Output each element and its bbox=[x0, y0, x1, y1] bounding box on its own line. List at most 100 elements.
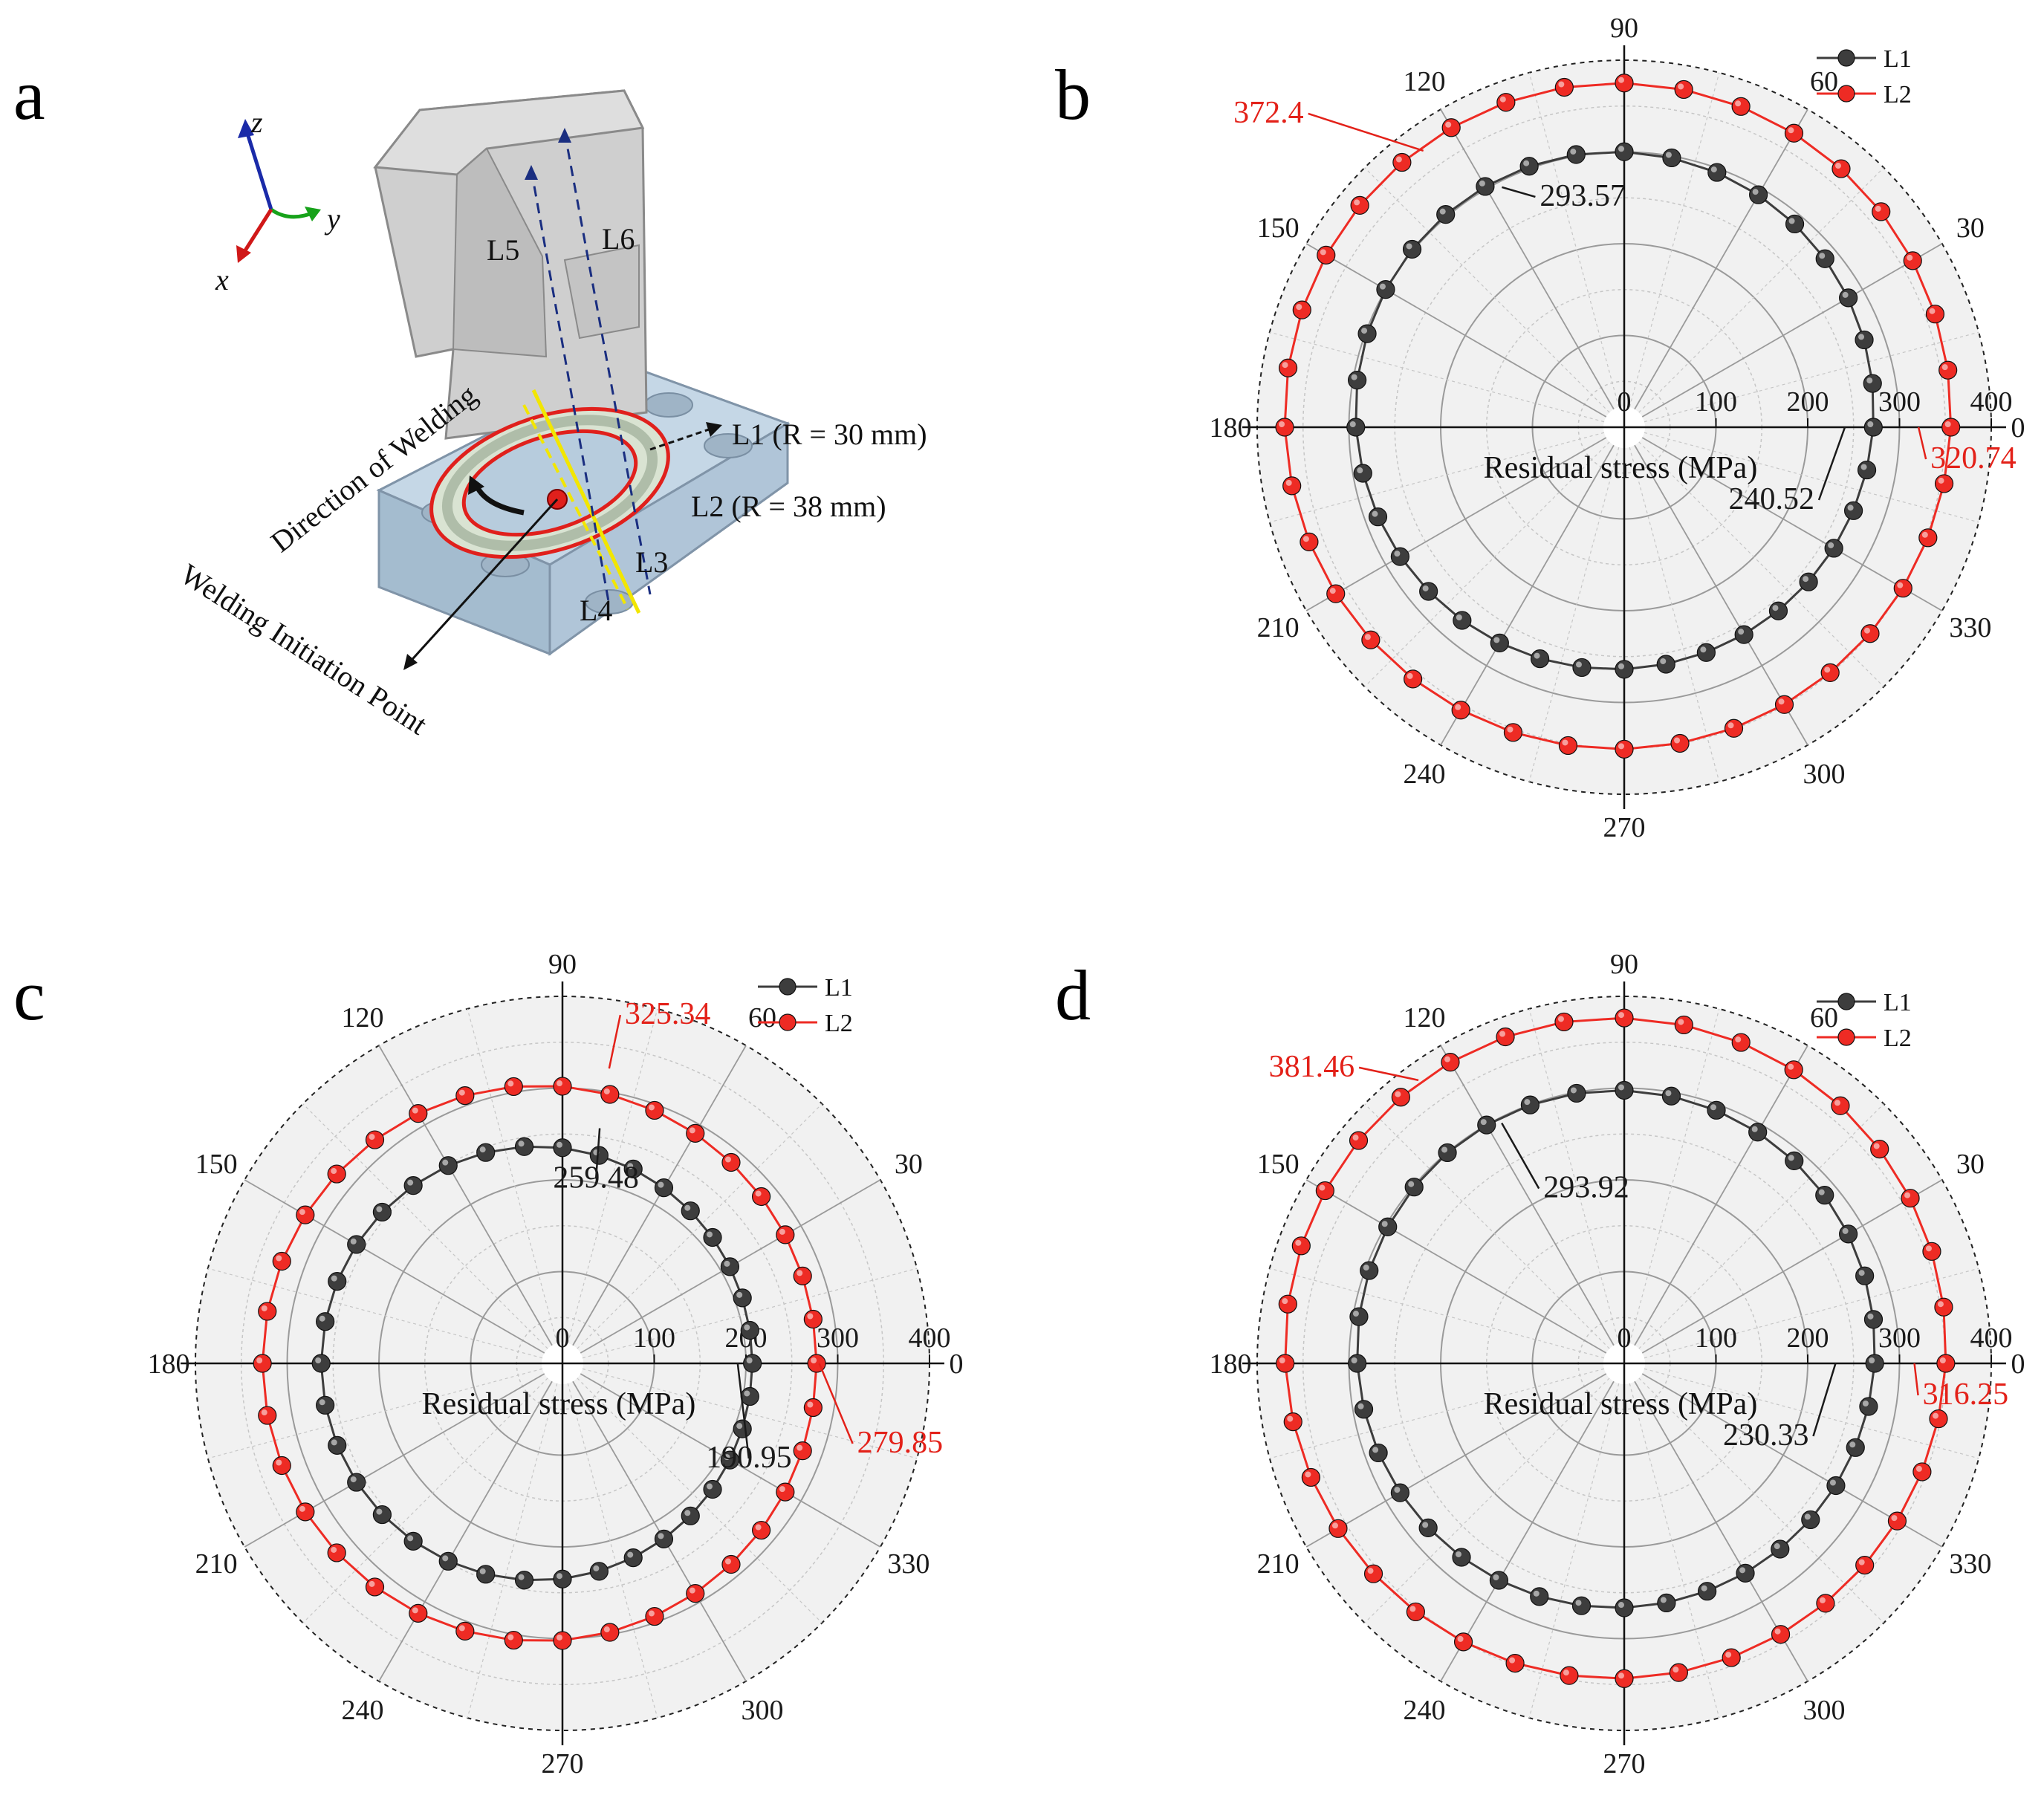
data-point-highlight bbox=[261, 1305, 267, 1311]
data-point-l2 bbox=[1724, 718, 1744, 738]
data-point-highlight bbox=[603, 1088, 610, 1094]
grid-spoke bbox=[582, 1368, 918, 1459]
data-point-l1 bbox=[1530, 649, 1550, 669]
data-point-l2 bbox=[1276, 1354, 1295, 1373]
angular-tick-label: 330 bbox=[887, 1548, 929, 1580]
data-point-l1 bbox=[1452, 1548, 1471, 1567]
data-point-highlight bbox=[755, 1190, 762, 1197]
data-point-l2 bbox=[1674, 79, 1693, 100]
angular-tick-label: 150 bbox=[195, 1149, 238, 1180]
data-point-l2 bbox=[272, 1456, 291, 1476]
data-point-highlight bbox=[1834, 163, 1841, 169]
data-point-highlight bbox=[1860, 464, 1867, 470]
data-point-l1 bbox=[1438, 1143, 1457, 1163]
data-point-l2 bbox=[1615, 74, 1634, 93]
data-point-l2 bbox=[258, 1406, 277, 1425]
radial-tick-label: 100 bbox=[633, 1323, 675, 1354]
z-axis-label: z bbox=[250, 106, 263, 139]
data-point-highlight bbox=[1493, 1574, 1499, 1580]
legend-marker-l1 bbox=[1837, 49, 1855, 67]
data-point-l1 bbox=[553, 1569, 572, 1589]
data-point-l1 bbox=[740, 1320, 759, 1340]
data-point-l2 bbox=[1820, 663, 1840, 682]
data-point-l2 bbox=[1941, 418, 1961, 437]
data-point-l1 bbox=[654, 1529, 674, 1548]
data-point-l1 bbox=[372, 1505, 392, 1525]
annotation-label: 316.25 bbox=[1923, 1377, 2009, 1412]
legend-label-l2: L2 bbox=[1884, 81, 1912, 108]
annotation-label: 293.92 bbox=[1543, 1171, 1629, 1205]
grid-spoke bbox=[378, 1045, 553, 1346]
data-point-highlight bbox=[1672, 1667, 1679, 1673]
data-point-l1 bbox=[316, 1312, 335, 1331]
data-point-l1 bbox=[1826, 1476, 1846, 1496]
annotation-label: 190.95 bbox=[706, 1441, 792, 1475]
data-point-highlight bbox=[1367, 1568, 1374, 1574]
data-point-l2 bbox=[504, 1630, 523, 1650]
data-point-l1 bbox=[1707, 163, 1727, 182]
data-point-highlight bbox=[1674, 737, 1681, 744]
grid-spoke bbox=[582, 1268, 918, 1359]
annotation-leader bbox=[594, 1128, 601, 1179]
data-point-highlight bbox=[1282, 362, 1288, 369]
data-point-highlight bbox=[407, 1179, 414, 1186]
label-l2: L2 (R = 38 mm) bbox=[691, 490, 886, 523]
data-point-l2 bbox=[455, 1086, 475, 1106]
data-point-l2 bbox=[1301, 1467, 1320, 1487]
grid-spoke bbox=[1641, 243, 1943, 418]
data-point-highlight bbox=[1739, 1567, 1746, 1574]
data-point-l1 bbox=[1418, 1518, 1438, 1537]
data-point-highlight bbox=[1479, 180, 1485, 186]
data-point-l1 bbox=[1567, 1083, 1586, 1103]
data-point-l1 bbox=[1855, 330, 1874, 350]
angular-tick-label: 120 bbox=[1404, 66, 1446, 97]
grid-spoke bbox=[1528, 447, 1620, 782]
radial-tick-label: 400 bbox=[1970, 1323, 2013, 1354]
data-point-l2 bbox=[296, 1502, 315, 1522]
data-point-highlight bbox=[1523, 160, 1530, 166]
panel-letter-d: d bbox=[1055, 955, 1091, 1035]
data-point-highlight bbox=[350, 1238, 357, 1245]
grid-spoke bbox=[1638, 441, 1884, 687]
data-point-highlight bbox=[557, 1634, 562, 1641]
data-point-highlight bbox=[684, 1510, 691, 1516]
data-point-l1 bbox=[1748, 1123, 1768, 1142]
data-point-highlight bbox=[1735, 100, 1742, 107]
label-l6: L6 bbox=[602, 222, 635, 256]
grid-spoke bbox=[1644, 432, 1979, 523]
grid-spoke bbox=[1641, 437, 1943, 611]
data-point-l2 bbox=[1349, 1131, 1369, 1150]
data-point-l2 bbox=[1406, 1602, 1425, 1622]
data-point-highlight bbox=[684, 1204, 691, 1211]
data-point-highlight bbox=[1939, 1357, 1946, 1363]
data-point-l2 bbox=[686, 1123, 705, 1143]
data-point-highlight bbox=[1925, 1245, 1932, 1252]
data-point-l2 bbox=[1922, 1242, 1941, 1261]
data-point-l1 bbox=[1572, 658, 1592, 678]
data-point-highlight bbox=[1842, 291, 1849, 298]
data-point-l1 bbox=[1354, 1400, 1374, 1419]
angular-tick-label: 30 bbox=[1956, 212, 1985, 244]
annotation-leader bbox=[1817, 426, 1846, 501]
data-point-l1 bbox=[514, 1137, 534, 1156]
data-point-l1 bbox=[1353, 464, 1372, 483]
angular-tick-label: 240 bbox=[1404, 759, 1446, 790]
grid-spoke bbox=[244, 1179, 545, 1354]
data-point-highlight bbox=[658, 1533, 664, 1539]
data-point-l2 bbox=[793, 1441, 812, 1461]
data-point-highlight bbox=[1875, 205, 1881, 212]
data-point-l1 bbox=[1734, 625, 1753, 644]
data-point-highlight bbox=[1618, 146, 1624, 152]
data-point-l1 bbox=[1615, 1080, 1634, 1100]
data-point-highlight bbox=[593, 1565, 600, 1571]
data-point-highlight bbox=[1372, 1447, 1379, 1453]
data-point-l2 bbox=[1831, 1096, 1850, 1115]
data-point-l2 bbox=[1901, 1189, 1920, 1208]
data-point-l1 bbox=[1390, 547, 1409, 566]
legend-label-l1: L1 bbox=[1884, 45, 1912, 73]
data-point-highlight bbox=[376, 1206, 383, 1213]
annotation-label: 325.34 bbox=[625, 997, 711, 1031]
data-point-l2 bbox=[1771, 1625, 1791, 1644]
